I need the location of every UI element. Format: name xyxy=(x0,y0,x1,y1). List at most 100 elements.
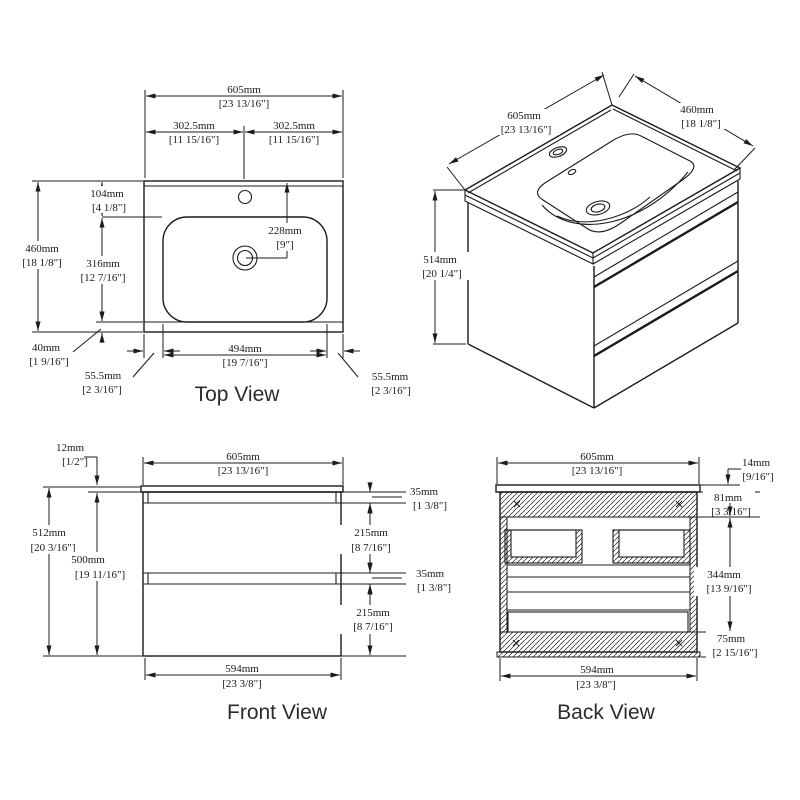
dim-bottom-band-mm: 75mm xyxy=(717,633,746,645)
dim-iso-width-in: [23 13/16"] xyxy=(501,124,552,136)
dim-basin-width-in: [19 7/16"] xyxy=(222,357,267,369)
iso-bowl-back-curve xyxy=(541,171,689,225)
top-view-outline xyxy=(143,180,344,333)
dim-back-width-in: [23 13/16"] xyxy=(572,465,623,477)
iso-dimension-labels: 605mm [23 13/16"] 460mm [18 1/8"] 514mm … xyxy=(413,103,734,280)
dim-basin-width-mm: 494mm xyxy=(228,343,262,355)
dim-rail1-mm: 35mm xyxy=(410,486,439,498)
dim-drain-offset-in: [9"] xyxy=(276,239,293,251)
iso-bowl-floor-curve xyxy=(556,196,651,223)
isometric-view: 605mm [23 13/16"] 460mm [18 1/8"] 514mm … xyxy=(413,71,756,409)
dim-side-gap-left-mm: 55.5mm xyxy=(85,370,122,382)
dim-iso-height-in: [20 1/4"] xyxy=(422,268,462,280)
dim-mid-mm: 344mm xyxy=(707,569,741,581)
back-countertop xyxy=(495,484,701,493)
dim-total-height-in: [20 3/16"] xyxy=(30,542,75,554)
front-view: 605mm [23 13/16"] 12mm [1/2"] 512mm [20 … xyxy=(22,442,451,724)
dim-drawer1-in: [8 7/16"] xyxy=(351,542,391,554)
dim-back-width-mm: 605mm xyxy=(580,451,614,463)
dim-side-gap-right-in: [2 3/16"] xyxy=(371,385,411,397)
sink-basin xyxy=(162,216,328,323)
dim-rail2-mm: 35mm xyxy=(416,568,445,580)
dim-front-gap-mm: 40mm xyxy=(32,342,61,354)
iso-handle-recess-1 xyxy=(593,200,739,289)
dim-basin-depth-mm: 316mm xyxy=(86,258,120,270)
dim-cabinet-height-mm: 500mm xyxy=(71,554,105,566)
back-bottom-lip-hatched xyxy=(496,651,701,658)
dim-front-width-in: [23 13/16"] xyxy=(218,465,269,477)
dim-back-gap-in: [4 1/8"] xyxy=(92,202,126,214)
dim-half-right-mm: 302.5mm xyxy=(273,120,315,132)
dim-back-bottom-width-in: [23 3/8"] xyxy=(576,679,616,691)
back-view: 605mm [23 13/16"] 14mm [9/16"] 81mm [3 3… xyxy=(495,451,774,724)
top-view: 605mm [23 13/16"] 302.5mm [11 15/16"] 30… xyxy=(17,84,411,406)
dim-top-width-in: [23 13/16"] xyxy=(219,98,270,110)
dim-top-width-mm: 605mm xyxy=(227,84,261,96)
top-view-dimension-lines xyxy=(32,90,360,378)
dim-drawer1-mm: 215mm xyxy=(354,527,388,539)
back-bottom-rail-hatched xyxy=(499,631,698,653)
top-view-label: Top View xyxy=(195,383,281,406)
dim-front-bottom-width-mm: 594mm xyxy=(225,663,259,675)
iso-drawer1-top xyxy=(593,191,739,278)
dim-side-gap-right-mm: 55.5mm xyxy=(372,371,409,383)
dim-back-gap-mm: 104mm xyxy=(90,188,124,200)
iso-basin-rim xyxy=(537,133,695,233)
dim-back-counter-mm: 14mm xyxy=(742,457,771,469)
iso-cabinet xyxy=(467,181,739,409)
front-view-dimension-labels: 605mm [23 13/16"] 12mm [1/2"] 512mm [20 … xyxy=(22,442,451,690)
dim-top-depth-in: [18 1/8"] xyxy=(22,257,62,269)
iso-handle-recess-2 xyxy=(593,269,739,358)
dim-half-left-mm: 302.5mm xyxy=(173,120,215,132)
top-view-dimension-labels: 605mm [23 13/16"] 302.5mm [11 15/16"] 30… xyxy=(17,84,411,397)
screw-markers xyxy=(512,500,683,647)
dim-drawer2-mm: 215mm xyxy=(356,607,390,619)
dim-basin-depth-in: [12 7/16"] xyxy=(80,272,125,284)
dim-back-counter-in: [9/16"] xyxy=(742,471,773,483)
dim-drain-offset-mm: 228mm xyxy=(268,225,302,237)
dim-mid-in: [13 9/16"] xyxy=(706,583,751,595)
dim-iso-depth-in: [18 1/8"] xyxy=(681,118,721,130)
dim-total-height-mm: 512mm xyxy=(32,527,66,539)
dim-drawer2-in: [8 7/16"] xyxy=(353,621,393,633)
dim-iso-depth-mm: 460mm xyxy=(680,104,714,116)
back-bottom-recess xyxy=(507,611,689,633)
back-top-rail-hatched xyxy=(499,491,698,518)
front-view-label: Front View xyxy=(227,701,328,724)
iso-faucet-hole xyxy=(548,146,568,158)
dim-half-left-in: [11 15/16"] xyxy=(169,134,219,146)
front-view-outline xyxy=(140,485,344,657)
iso-drain-outer xyxy=(585,200,611,216)
dim-half-right-in: [11 15/16"] xyxy=(269,134,319,146)
dim-cabinet-height-in: [19 11/16"] xyxy=(75,569,125,581)
iso-overflow-hole xyxy=(567,168,577,176)
dim-counter-thick-in: [1/2"] xyxy=(62,456,88,468)
front-cabinet xyxy=(142,491,342,657)
back-view-dimension-labels: 605mm [23 13/16"] 14mm [9/16"] 81mm [3 3… xyxy=(572,451,774,691)
dim-counter-thick-mm: 12mm xyxy=(56,442,85,454)
dim-side-gap-left-in: [2 3/16"] xyxy=(82,384,122,396)
dim-top-band-mm: 81mm xyxy=(714,492,743,504)
front-countertop xyxy=(140,485,344,493)
faucet-hole xyxy=(237,189,253,205)
dim-rail2-in: [1 3/8"] xyxy=(417,582,451,594)
dim-bottom-band-in: [2 15/16"] xyxy=(712,647,757,659)
dim-iso-height-mm: 514mm xyxy=(423,254,457,266)
dim-front-bottom-width-in: [23 3/8"] xyxy=(222,678,262,690)
dim-top-band-in: [3 3/16"] xyxy=(711,506,751,518)
back-view-outline xyxy=(495,484,701,658)
dim-iso-width-mm: 605mm xyxy=(507,110,541,122)
back-view-label: Back View xyxy=(557,701,655,724)
iso-basin xyxy=(537,133,695,233)
dim-front-width-mm: 605mm xyxy=(226,451,260,463)
iso-drawer2-top xyxy=(593,260,739,347)
dim-front-gap-in: [1 9/16"] xyxy=(29,356,69,368)
iso-drain-inner xyxy=(590,203,606,213)
dim-back-bottom-width-mm: 594mm xyxy=(580,664,614,676)
countertop-outline xyxy=(143,180,344,333)
front-view-dimension-lines xyxy=(43,456,406,680)
dim-top-depth-mm: 460mm xyxy=(25,243,59,255)
iso-apron-right xyxy=(592,168,741,265)
